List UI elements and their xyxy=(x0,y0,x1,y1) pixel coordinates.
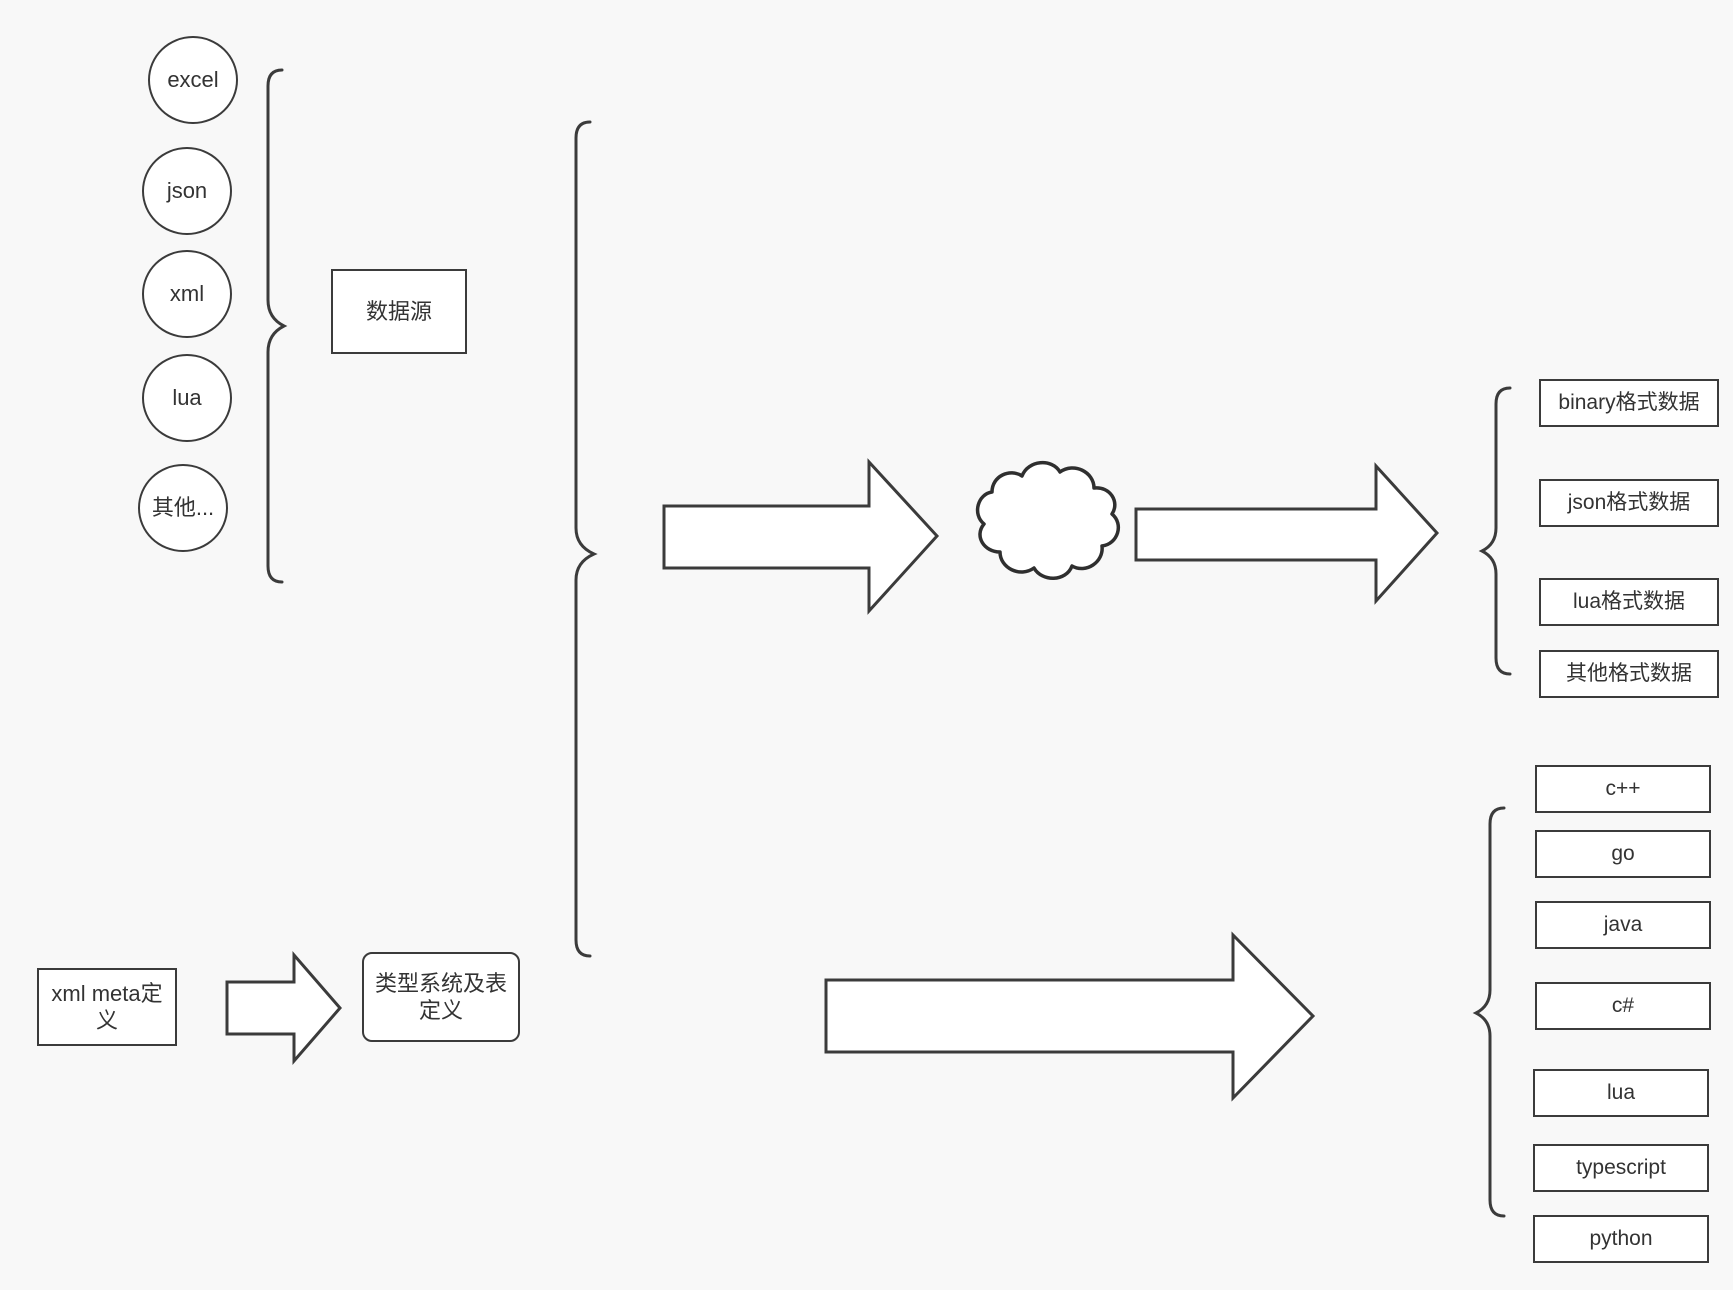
output-language-cpp[interactable]: c++ xyxy=(1535,765,1711,813)
filter-arrow-label: 校验、分组、标签过滤 xyxy=(1159,525,1380,550)
output-language-cpp-label: c++ xyxy=(1605,776,1641,800)
output-language-csharp[interactable]: c# xyxy=(1535,982,1711,1030)
output-language-java[interactable]: java xyxy=(1535,901,1711,949)
output-language-java-label: java xyxy=(1603,912,1643,936)
brace-sources xyxy=(266,68,288,584)
source-node-xml-label: xml xyxy=(169,281,205,307)
brace-pipeline-input xyxy=(574,120,598,958)
load-parse-arrow-label-wrap: 加载和解析 xyxy=(666,515,866,557)
codegen-arrow-label: 根据定义生成代码 xyxy=(901,1005,1078,1030)
internal-data-label: 内部数据 xyxy=(991,521,1075,544)
load-parse-arrow-label: 加载和解析 xyxy=(710,525,821,550)
type-system-label: 类型系统及表定义 xyxy=(374,970,507,1024)
data-source-label: 数据源 xyxy=(365,298,432,324)
filter-arrow-label-wrap: 校验、分组、标签过滤 xyxy=(1140,515,1400,557)
output-format-other-label: 其他格式数据 xyxy=(1566,661,1692,685)
source-node-lua-label: lua xyxy=(172,385,202,411)
output-language-lua-label: lua xyxy=(1606,1080,1636,1104)
compile-arrow-label-wrap: 编译 xyxy=(232,985,302,1027)
output-format-json-label: json格式数据 xyxy=(1567,490,1691,514)
output-language-go-label: go xyxy=(1611,841,1635,865)
brace-output-languages xyxy=(1472,806,1506,1218)
source-node-json[interactable]: json xyxy=(142,147,232,235)
source-node-excel[interactable]: excel xyxy=(148,36,238,124)
source-node-lua[interactable]: lua xyxy=(142,354,232,442)
output-language-csharp-label: c# xyxy=(1611,993,1635,1017)
source-node-xml[interactable]: xml xyxy=(142,250,232,338)
output-language-typescript-label: typescript xyxy=(1576,1155,1666,1179)
output-language-typescript[interactable]: typescript xyxy=(1533,1144,1709,1192)
compile-arrow-label: 编译 xyxy=(244,995,289,1020)
type-system-box[interactable]: 类型系统及表定义 xyxy=(362,952,520,1042)
output-language-go[interactable]: go xyxy=(1535,830,1711,878)
output-format-json[interactable]: json格式数据 xyxy=(1539,479,1719,527)
data-source-box[interactable]: 数据源 xyxy=(331,269,467,354)
codegen-arrow-label-wrap: 根据定义生成代码 xyxy=(860,995,1120,1037)
output-format-lua-label: lua格式数据 xyxy=(1572,589,1686,613)
output-language-python[interactable]: python xyxy=(1533,1215,1709,1263)
output-format-binary-label: binary格式数据 xyxy=(1558,390,1700,414)
xml-meta-box[interactable]: xml meta定义 xyxy=(37,968,177,1046)
brace-output-formats xyxy=(1478,386,1512,676)
source-node-json-label: json xyxy=(166,178,208,204)
output-language-python-label: python xyxy=(1589,1226,1653,1250)
internal-data-cloud-label-wrap: 内部数据 xyxy=(978,510,1088,552)
output-format-lua[interactable]: lua格式数据 xyxy=(1539,578,1719,626)
output-language-lua[interactable]: lua xyxy=(1533,1069,1709,1117)
output-format-other[interactable]: 其他格式数据 xyxy=(1539,650,1719,698)
xml-meta-label: xml meta定义 xyxy=(51,980,163,1034)
source-node-excel-label: excel xyxy=(167,67,219,93)
output-format-binary[interactable]: binary格式数据 xyxy=(1539,379,1719,427)
source-node-other[interactable]: 其他... xyxy=(138,464,228,552)
source-node-other-label: 其他... xyxy=(151,495,215,521)
